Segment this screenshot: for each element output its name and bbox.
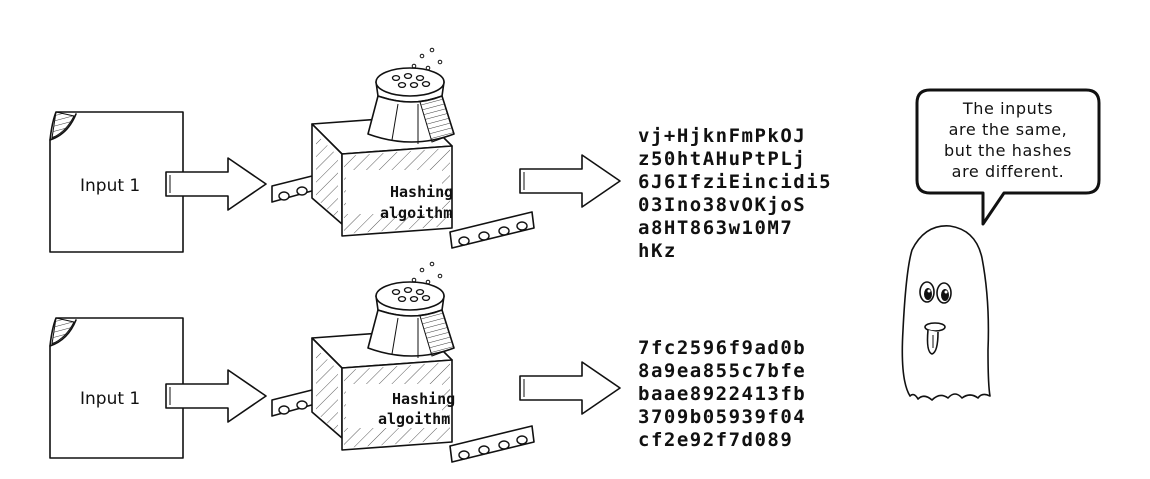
row-1: Input 1 Hashing algoithm vj+HjknFmPkOJ z… [49,47,832,262]
hash-line: vj+HjknFmPkOJ [638,125,806,147]
hash-line: cf2e92f7d089 [638,429,793,451]
hash-line: 7fc2596f9ad0b [638,337,806,359]
bubble-text-line: are the same, [949,120,1068,139]
bubble-text-line: but the hashes [944,141,1072,160]
hash-line: 8a9ea855c7bfe [638,360,806,382]
hash-line: 3709b05939f04 [638,406,806,428]
machine-label: algoithm [380,204,452,222]
input-label: Input 1 [80,389,140,409]
machine-label: Hashing [390,183,453,201]
ghost-character-icon [901,225,991,401]
hash-line: hKz [638,240,677,262]
right-arrow-icon [519,361,621,415]
row-2: Input 1 Hashing algoithm 7fc2596f9ad0b 8… [49,261,806,463]
machine-label: algoithm [378,410,450,428]
hash-output: 7fc2596f9ad0b 8a9ea855c7bfe baae8922413f… [638,337,806,451]
bubble-text-line: The inputs [962,99,1053,118]
machine-label: Hashing [392,390,455,408]
hash-output: vj+HjknFmPkOJ z50htAHuPtPLj 6J6IfziEinci… [638,125,832,262]
document-icon [49,317,184,459]
speech-bubble: The inputs are the same, but the hashes … [915,88,1101,226]
hashing-machine-icon [271,261,535,463]
hash-line: a8HT863w10M7 [638,217,793,239]
hash-line: 6J6IfziEincidi5 [638,171,832,193]
hash-line: baae8922413fb [638,383,806,405]
right-arrow-icon [519,154,621,208]
bubble-text-line: are different. [952,162,1065,181]
hash-line: 03Ino38vOKjoS [638,194,806,216]
hash-line: z50htAHuPtPLj [638,148,806,170]
input-label: Input 1 [80,176,140,196]
